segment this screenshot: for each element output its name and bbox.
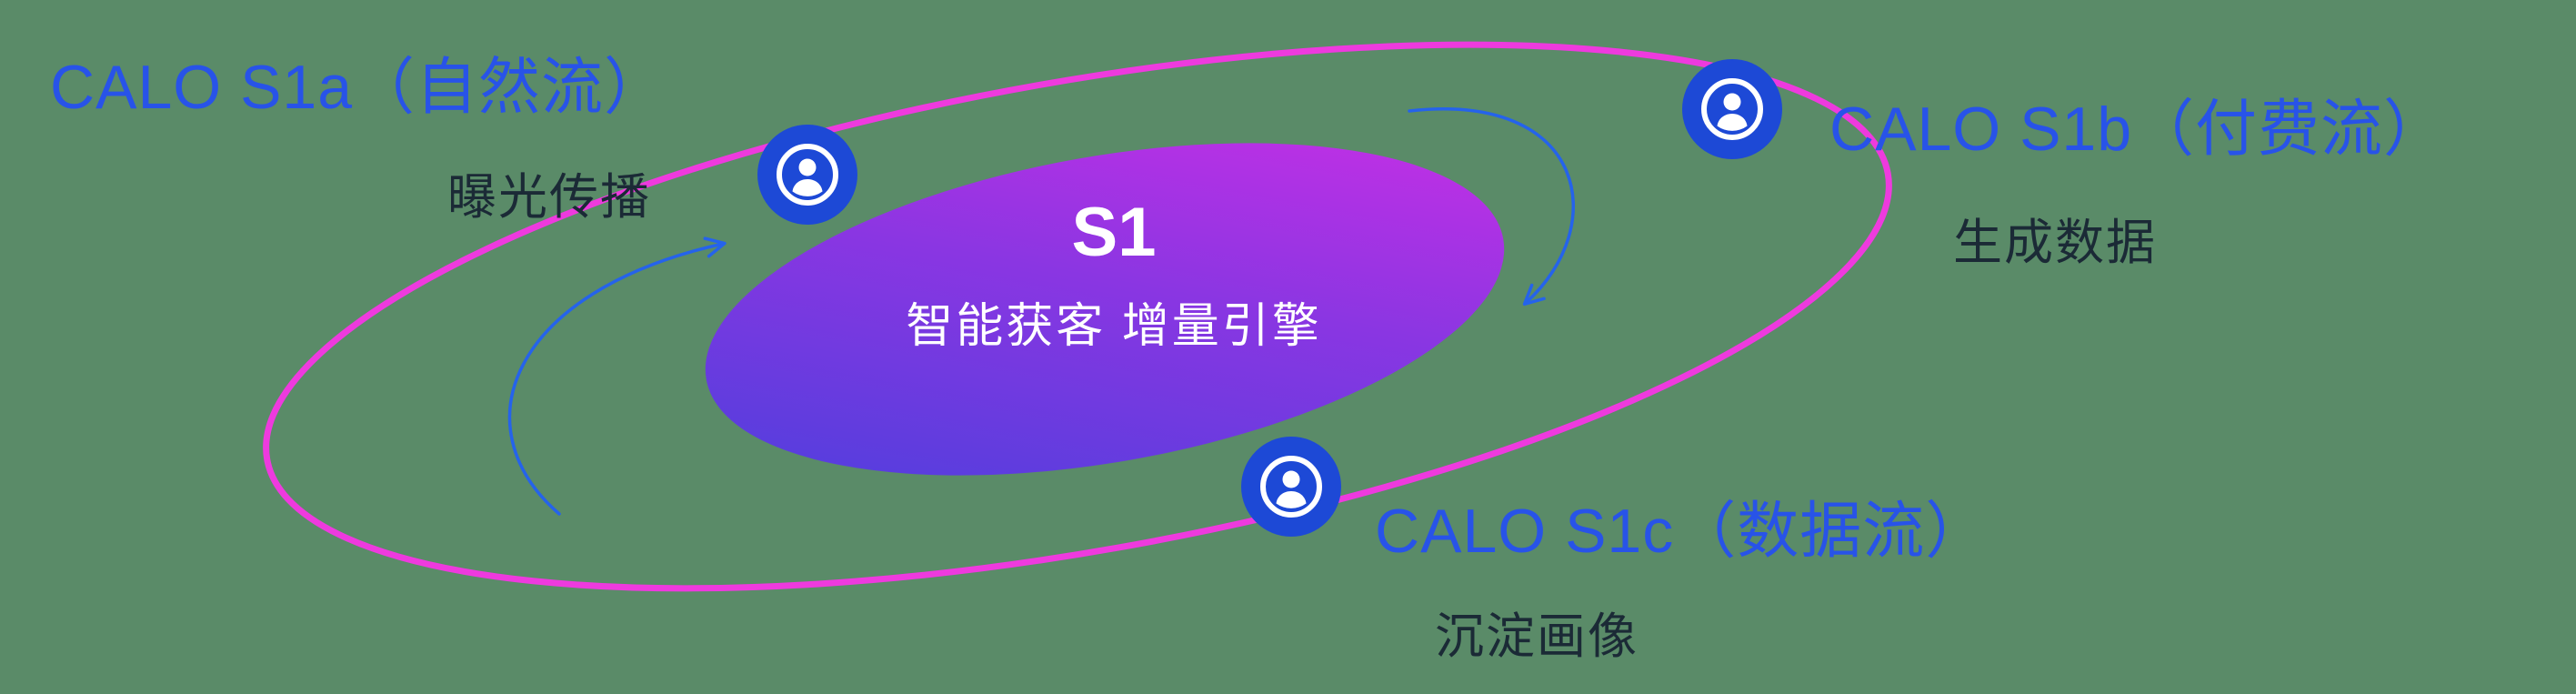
core-ellipse <box>705 143 1505 476</box>
core-title: S1 <box>1071 194 1157 271</box>
sublabel-s1c: 沉淀画像 <box>1435 609 1639 664</box>
sublabel-s1a: 曝光传播 <box>447 170 651 225</box>
user-icon <box>1241 437 1341 537</box>
node-s1b <box>1682 59 1782 159</box>
user-icon <box>1682 59 1782 159</box>
sublabel-s1b: 生成数据 <box>1953 216 2157 270</box>
user-icon <box>757 125 857 225</box>
label-s1b: CALO S1b（付费流） <box>1829 95 2447 164</box>
label-s1a: CALO S1a（自然流） <box>50 53 667 122</box>
orbit-ring <box>263 41 1892 592</box>
flow-arrow-left <box>507 236 727 516</box>
node-s1c <box>1241 437 1341 537</box>
flow-arrow-right <box>1408 107 1576 307</box>
label-s1c: CALO S1c（数据流） <box>1375 497 1989 566</box>
node-s1a <box>757 125 857 225</box>
core-text-group: S1 智能获客 增量引擎 <box>906 198 1321 356</box>
core-subtitle: 智能获客 增量引擎 <box>906 300 1322 353</box>
